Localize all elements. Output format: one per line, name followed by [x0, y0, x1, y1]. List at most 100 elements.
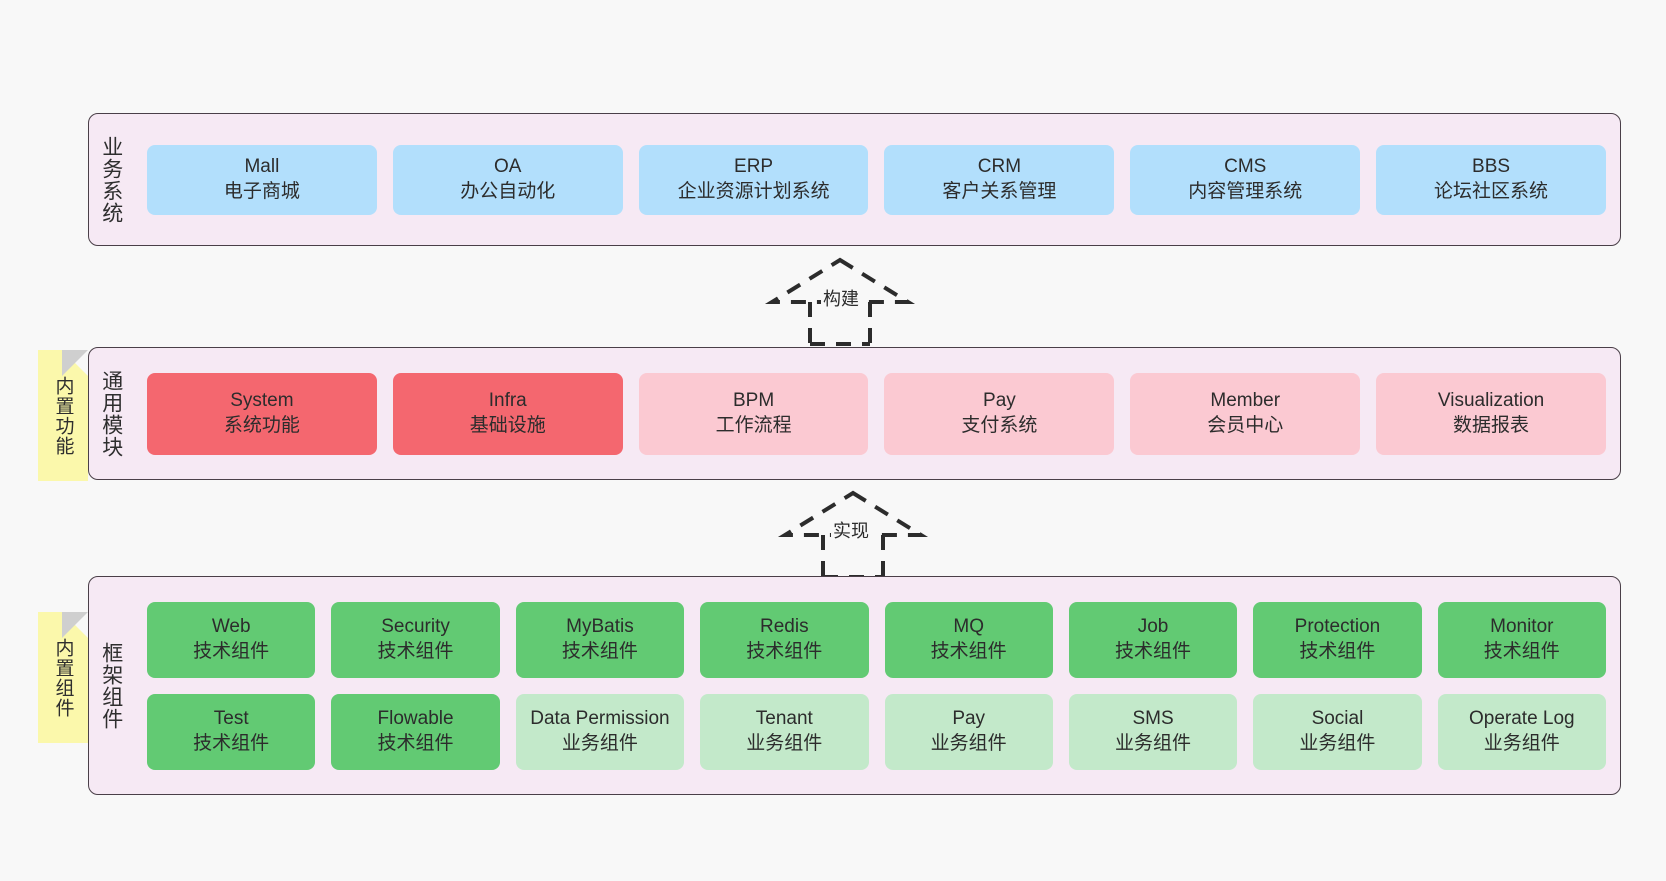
- node-title-en: System: [230, 390, 294, 412]
- node-title-cn: 电子商城: [223, 180, 300, 202]
- node-web[interactable]: Web 技术组件: [147, 601, 316, 678]
- node-member[interactable]: Member 会员中心: [1130, 372, 1361, 455]
- node-row: Test 技术组件 Flowable 技术组件 Data Permission …: [147, 693, 1606, 770]
- node-title-en: Data Permission: [530, 708, 670, 730]
- connector-stem-icon: [808, 302, 872, 346]
- node-title-en: Job: [1137, 616, 1169, 638]
- node-row: Mall 电子商城 OA 办公自动化 ERP 企业资源计划系统 CRM 客户关系…: [147, 144, 1606, 215]
- node-title-cn: 基础设施: [469, 414, 546, 436]
- node-title-cn: 技术组件: [1115, 640, 1192, 662]
- node-bbs[interactable]: BBS 论坛社区系统: [1376, 144, 1606, 215]
- node-title-cn: 技术组件: [561, 640, 638, 662]
- layer-business-system: 业务系统 Mall 电子商城 OA 办公自动化 ERP 企业资源计划系统 CRM…: [88, 113, 1621, 246]
- node-title-cn: 技术组件: [1483, 640, 1560, 662]
- node-cms[interactable]: CMS 内容管理系统: [1130, 144, 1361, 215]
- connector-stem-icon: [821, 535, 885, 579]
- node-title-cn: 业务组件: [746, 732, 823, 754]
- layer-business-system-body: Mall 电子商城 OA 办公自动化 ERP 企业资源计划系统 CRM 客户关系…: [133, 114, 1620, 245]
- node-mq[interactable]: MQ 技术组件: [884, 601, 1053, 678]
- layer-framework-component: 框架组件 Web 技术组件 Security 技术组件 MyBatis 技术组件…: [88, 576, 1621, 795]
- node-title-en: BPM: [732, 390, 775, 412]
- node-job[interactable]: Job 技术组件: [1068, 601, 1238, 678]
- node-title-en: CRM: [977, 156, 1022, 178]
- layer-common-module: 通用模块 System 系统功能 Infra 基础设施 BPM 工作流程 Pay…: [88, 347, 1621, 480]
- node-social[interactable]: Social 业务组件: [1253, 693, 1422, 770]
- node-title-en: SMS: [1132, 708, 1174, 730]
- node-title-cn: 办公自动化: [460, 180, 556, 202]
- node-title-cn: 技术组件: [930, 640, 1007, 662]
- node-visualization[interactable]: Visualization 数据报表: [1376, 372, 1606, 455]
- node-tenant[interactable]: Tenant 业务组件: [700, 693, 869, 770]
- node-mybatis[interactable]: MyBatis 技术组件: [515, 601, 685, 678]
- node-crm[interactable]: CRM 客户关系管理: [884, 144, 1115, 215]
- layer-common-module-title: 通用模块: [99, 369, 123, 458]
- node-erp[interactable]: ERP 企业资源计划系统: [638, 144, 869, 215]
- node-security[interactable]: Security 技术组件: [331, 601, 500, 678]
- node-title-en: Flowable: [377, 708, 454, 730]
- connector-realize-label: 实现: [831, 521, 871, 542]
- realization-triangle-icon: [764, 257, 916, 304]
- node-title-cn: 技术组件: [746, 640, 823, 662]
- node-redis[interactable]: Redis 技术组件: [700, 601, 869, 678]
- node-title-en: Tenant: [755, 708, 813, 730]
- sticky-note-label: 内置组件: [52, 637, 74, 718]
- sticky-note-builtin-component: 内置组件: [38, 612, 88, 743]
- node-title-en: MQ: [953, 616, 984, 638]
- connector-build-label: 构建: [821, 289, 861, 310]
- node-title-cn: 客户关系管理: [942, 180, 1057, 202]
- node-title-cn: 业务组件: [561, 732, 638, 754]
- connector-realize: 实现: [768, 489, 938, 579]
- node-flowable[interactable]: Flowable 技术组件: [331, 693, 500, 770]
- node-title-cn: 业务组件: [1115, 732, 1192, 754]
- node-title-cn: 论坛社区系统: [1434, 180, 1549, 202]
- node-title-en: Infra: [488, 390, 527, 412]
- layer-business-system-title: 业务系统: [99, 135, 123, 224]
- node-title-en: Mall: [244, 156, 280, 178]
- node-title-cn: 技术组件: [193, 640, 270, 662]
- node-monitor[interactable]: Monitor 技术组件: [1437, 601, 1606, 678]
- connector-build: 构建: [755, 256, 925, 346]
- node-title-en: CMS: [1224, 156, 1267, 178]
- node-oa[interactable]: OA 办公自动化: [392, 144, 623, 215]
- node-protection[interactable]: Protection 技术组件: [1253, 601, 1422, 678]
- node-title-en: Redis: [760, 616, 809, 638]
- node-title-en: Visualization: [1437, 390, 1545, 412]
- node-pay-business[interactable]: Pay 业务组件: [884, 693, 1053, 770]
- node-title-en: Social: [1311, 708, 1364, 730]
- node-title-cn: 系统功能: [223, 414, 300, 436]
- node-title-cn: 会员中心: [1207, 414, 1284, 436]
- node-title-en: Security: [381, 616, 450, 638]
- node-sms[interactable]: SMS 业务组件: [1068, 693, 1238, 770]
- node-title-en: Member: [1210, 390, 1281, 412]
- node-title-cn: 技术组件: [193, 732, 270, 754]
- node-title-cn: 支付系统: [961, 414, 1038, 436]
- node-title-cn: 业务组件: [1299, 732, 1376, 754]
- node-title-en: OA: [494, 156, 522, 178]
- node-test[interactable]: Test 技术组件: [147, 693, 316, 770]
- node-title-cn: 技术组件: [377, 640, 454, 662]
- node-row: Web 技术组件 Security 技术组件 MyBatis 技术组件 Redi…: [147, 601, 1606, 678]
- node-bpm[interactable]: BPM 工作流程: [638, 372, 869, 455]
- sticky-note-builtin-function: 内置功能: [38, 350, 88, 481]
- node-title-en: BBS: [1472, 156, 1511, 178]
- node-title-cn: 企业资源计划系统: [677, 180, 830, 202]
- node-title-en: Pay: [952, 708, 986, 730]
- layer-framework-component-title: 框架组件: [99, 641, 123, 730]
- node-title-cn: 技术组件: [377, 732, 454, 754]
- node-title-en: ERP: [734, 156, 774, 178]
- node-data-permission[interactable]: Data Permission 业务组件: [515, 693, 685, 770]
- node-title-en: Monitor: [1490, 616, 1554, 638]
- node-system[interactable]: System 系统功能: [147, 372, 377, 455]
- node-title-en: Pay: [983, 390, 1016, 412]
- node-title-cn: 技术组件: [1299, 640, 1376, 662]
- node-pay[interactable]: Pay 支付系统: [884, 372, 1115, 455]
- node-title-en: Operate Log: [1468, 708, 1575, 730]
- node-title-cn: 业务组件: [1483, 732, 1560, 754]
- node-infra[interactable]: Infra 基础设施: [392, 372, 623, 455]
- node-mall[interactable]: Mall 电子商城: [147, 144, 377, 215]
- layer-framework-component-body: Web 技术组件 Security 技术组件 MyBatis 技术组件 Redi…: [133, 577, 1620, 794]
- node-operate-log[interactable]: Operate Log 业务组件: [1437, 693, 1606, 770]
- sticky-note-label: 内置功能: [52, 375, 74, 456]
- node-title-cn: 业务组件: [930, 732, 1007, 754]
- node-title-cn: 数据报表: [1453, 414, 1530, 436]
